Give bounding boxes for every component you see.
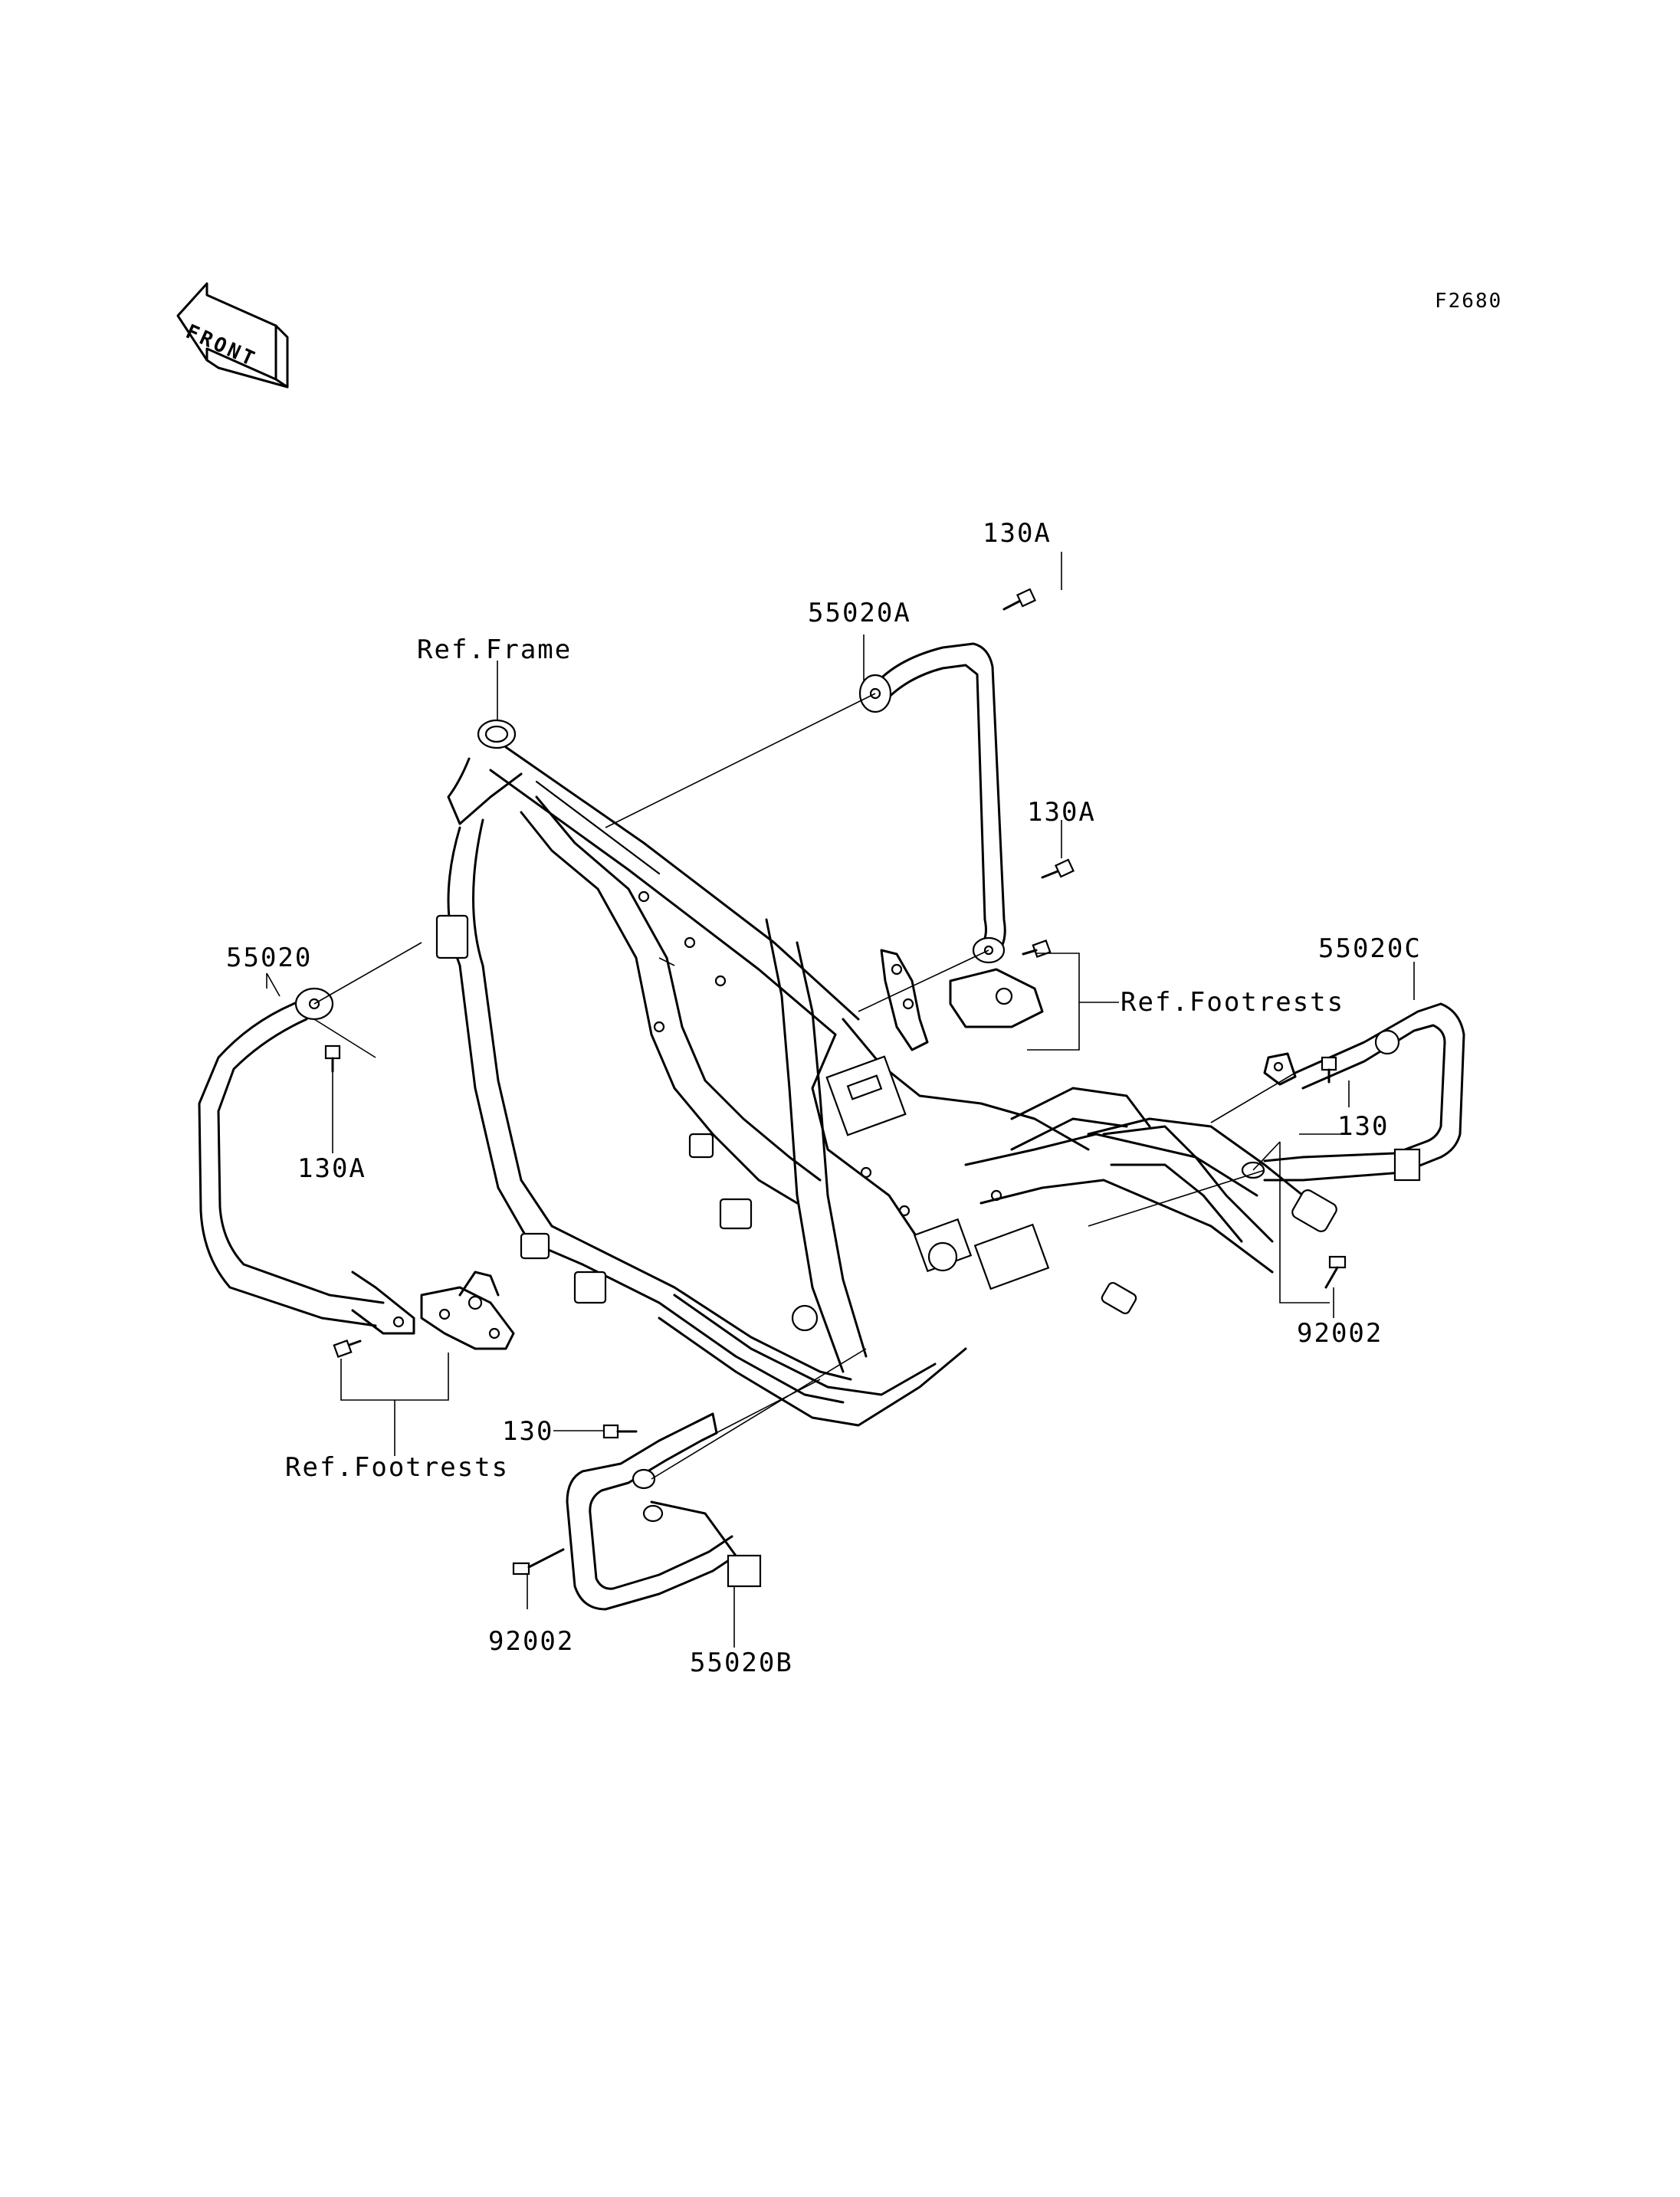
bolt-130A-top-icon: [1002, 588, 1036, 611]
label-ref-frame: Ref.Frame: [417, 635, 573, 665]
label-55020: 55020: [226, 943, 313, 973]
label-130A-mid: 130A: [1027, 797, 1096, 828]
bolt-92002-left-icon: [512, 1548, 565, 1576]
bolt-130A-mid-icon: [1041, 858, 1075, 879]
label-55020C: 55020C: [1318, 933, 1422, 964]
label-55020A: 55020A: [808, 598, 911, 628]
frame-assembly: [435, 719, 1337, 1427]
guard-55020A: [858, 642, 1006, 964]
label-92002-left: 92002: [488, 1626, 575, 1657]
bolt-130A-left-icon: [324, 1044, 341, 1073]
label-130A-left: 130A: [297, 1153, 366, 1184]
footrest-bracket-left: [420, 1271, 515, 1350]
label-55020B: 55020B: [690, 1648, 793, 1678]
label-ref-footrests-right: Ref.Footrests: [1121, 987, 1345, 1018]
footrest-bracket-right: [880, 949, 1044, 1051]
bolt-130-right-icon: [1321, 1056, 1337, 1084]
bolt-left-footrest-icon: [333, 1339, 362, 1359]
bolt-92002-right-icon: [1324, 1255, 1347, 1289]
leader-lines: [266, 552, 1415, 1648]
front-direction-arrow: [176, 282, 289, 389]
bolt-130-left-icon: [602, 1424, 638, 1439]
guard-55020C: [1241, 1002, 1465, 1182]
guard-55020B: [566, 1412, 762, 1611]
label-ref-footrests-left: Ref.Footrests: [285, 1452, 510, 1483]
label-130A-top: 130A: [983, 518, 1052, 549]
label-130-left: 130: [502, 1416, 554, 1447]
label-130-right: 130: [1337, 1111, 1390, 1142]
figure-code: F2680: [1435, 290, 1503, 313]
label-92002-right: 92002: [1297, 1318, 1383, 1349]
bolt-right-footrest-icon: [1022, 939, 1052, 959]
